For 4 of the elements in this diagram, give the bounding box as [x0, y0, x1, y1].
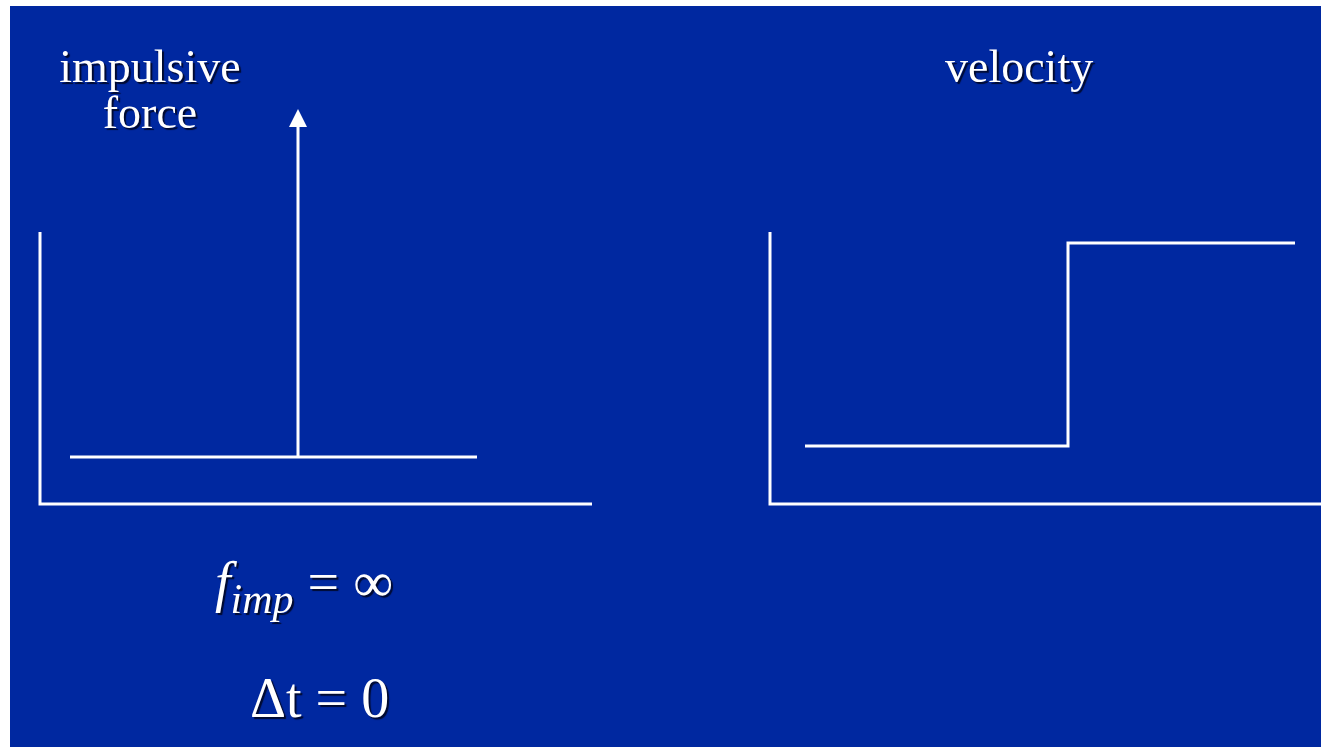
equation: f$_{imp}$ = ∞ [215, 554, 394, 621]
axis-label: impulsive force [58, 44, 242, 136]
axis-label: velocity [945, 44, 1094, 90]
equation: Δt = 0 [250, 670, 390, 726]
